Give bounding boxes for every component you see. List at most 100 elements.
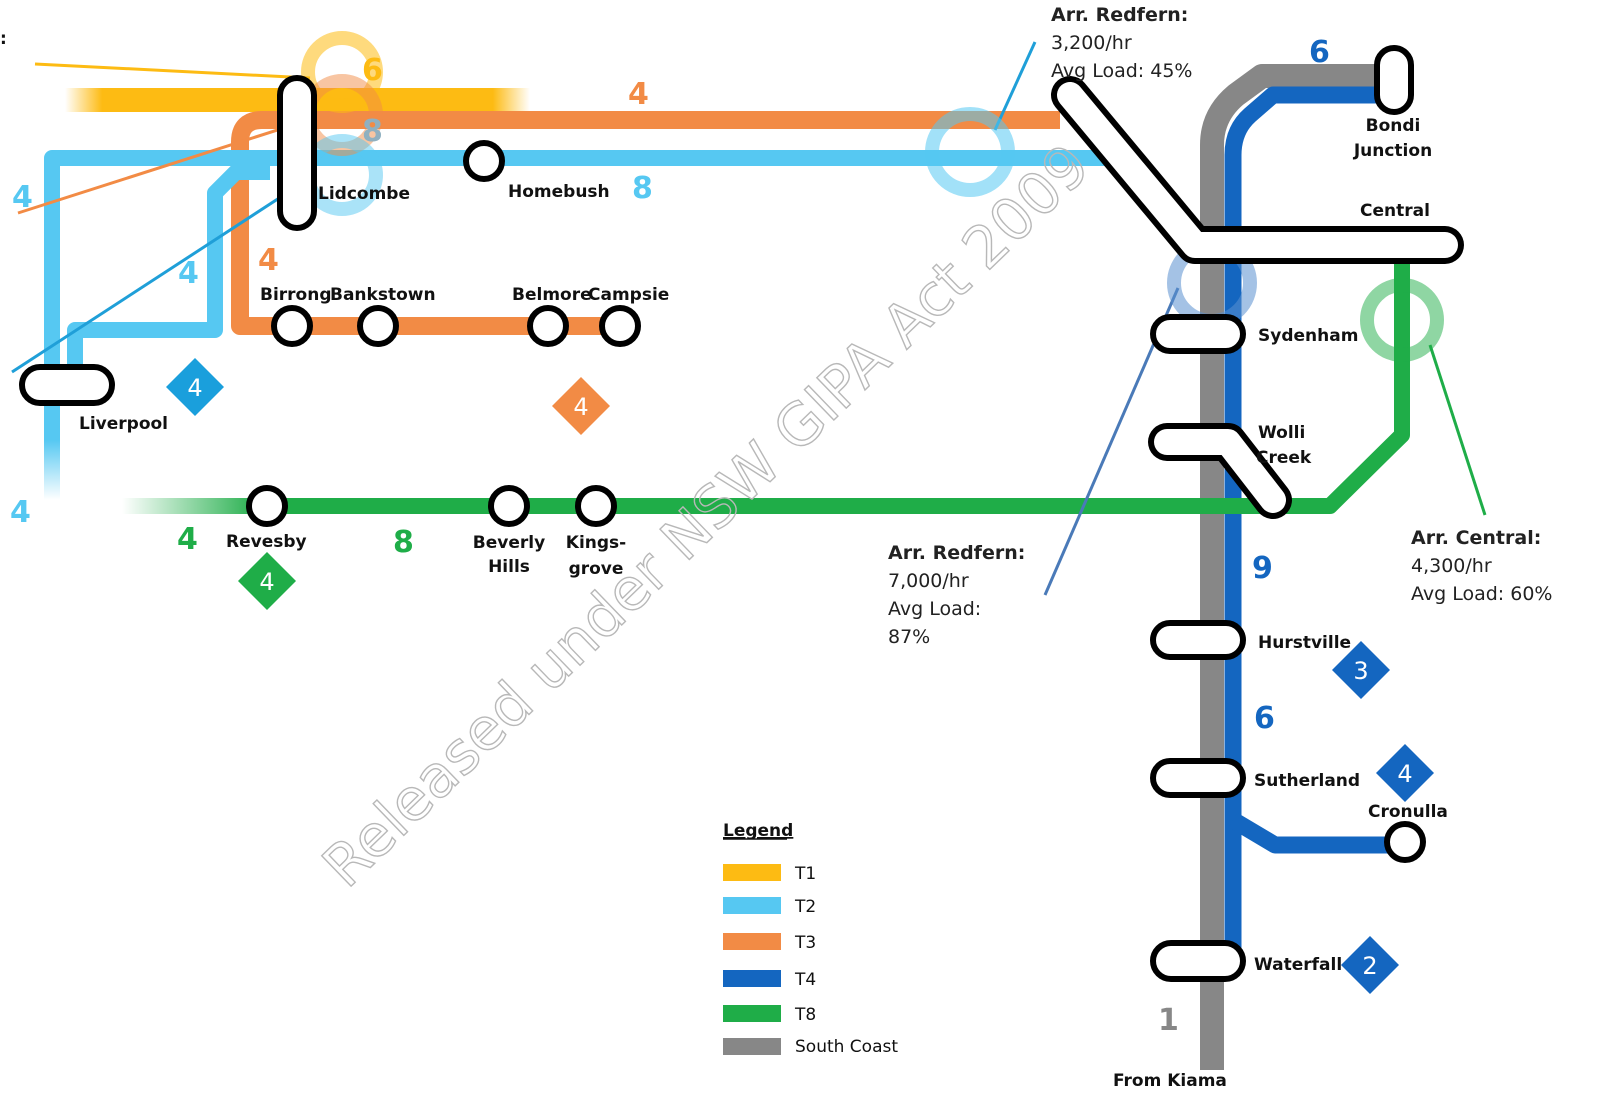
station-label-beverly-hills-1: Beverly bbox=[473, 533, 545, 553]
station-label-campsie: Campsie bbox=[588, 285, 669, 305]
t8-line-fade bbox=[122, 498, 262, 514]
freq-t4-hurstville: 6 bbox=[1254, 701, 1275, 736]
station-homebush[interactable] bbox=[463, 140, 505, 182]
svg-text:7,000/hr: 7,000/hr bbox=[888, 570, 969, 592]
station-label-bondi-2: Junction bbox=[1353, 141, 1432, 161]
station-label-bondi-1: Bondi bbox=[1366, 116, 1421, 136]
freq-t4-bondi: 6 bbox=[1309, 35, 1330, 70]
station-beverly-hills[interactable] bbox=[488, 485, 530, 527]
svg-text:3,200/hr: 3,200/hr bbox=[1051, 32, 1132, 54]
south-coast-line bbox=[1200, 64, 1390, 1070]
station-kingsgrove[interactable] bbox=[575, 485, 617, 527]
t3-connector bbox=[17, 116, 316, 215]
legend-label-t3: T3 bbox=[794, 933, 816, 953]
t2-inner-branch bbox=[67, 164, 270, 372]
station-revesby[interactable] bbox=[246, 485, 288, 527]
station-label-sydenham: Sydenham bbox=[1258, 326, 1358, 346]
svg-text:Avg Load: 45%: Avg Load: 45% bbox=[1051, 60, 1192, 82]
station-label-sutherland: Sutherland bbox=[1254, 771, 1360, 791]
station-label-kingsgrove-1: Kings- bbox=[566, 533, 626, 553]
badge-t4-waterfall: 2 bbox=[1341, 936, 1399, 994]
freq-t2-south: 4 bbox=[10, 495, 31, 530]
station-sydenham[interactable] bbox=[1150, 314, 1246, 354]
station-label-waterfall: Waterfall bbox=[1254, 955, 1342, 975]
freq-t1-top: 6 bbox=[362, 53, 383, 88]
freq-t3-lidcombe: 8 bbox=[362, 114, 383, 149]
legend-swatch-south-coast bbox=[723, 1038, 781, 1055]
svg-text:4: 4 bbox=[1397, 760, 1412, 788]
freq-t3-top: 4 bbox=[628, 77, 649, 112]
freq-t3-branch: 4 bbox=[258, 243, 279, 278]
svg-text:Avg Load:: Avg Load: bbox=[888, 598, 981, 620]
watermark-text: Released under NSW GIPA Act 2009 bbox=[310, 131, 1103, 900]
svg-text:87%: 87% bbox=[888, 626, 930, 648]
freq-t8-west: 4 bbox=[177, 522, 198, 557]
legend-label-t8: T8 bbox=[794, 1005, 816, 1025]
svg-text:4: 4 bbox=[187, 374, 202, 402]
station-liverpool[interactable] bbox=[19, 364, 115, 406]
freq-t2-west: 4 bbox=[12, 180, 33, 215]
central-pointer bbox=[1428, 344, 1487, 516]
station-sutherland[interactable] bbox=[1150, 758, 1246, 798]
south-coast-fade bbox=[1200, 1010, 1224, 1070]
t1-connector bbox=[34, 62, 311, 80]
legend-label-south-coast: South Coast bbox=[795, 1037, 898, 1057]
badge-t4-cronulla: 4 bbox=[1376, 744, 1434, 802]
legend-swatch-t8 bbox=[723, 1005, 781, 1022]
annotation-redfern-mid: Arr. Redfern: 7,000/hr Avg Load: 87% bbox=[888, 542, 1025, 648]
station-wolli-creek-fill bbox=[1154, 429, 1286, 513]
station-label-wolli-1: Wolli bbox=[1258, 423, 1305, 443]
station-label-hurstville: Hurstville bbox=[1258, 633, 1351, 653]
t2-line bbox=[44, 150, 1110, 440]
legend-swatch-t4 bbox=[723, 970, 781, 987]
legend-swatch-t1 bbox=[723, 864, 781, 881]
svg-text:Arr. Redfern:: Arr. Redfern: bbox=[1051, 4, 1188, 26]
station-label-beverly-hills-2: Hills bbox=[488, 557, 530, 577]
station-belmore[interactable] bbox=[527, 305, 569, 347]
freq-t4-mid: 9 bbox=[1252, 551, 1273, 586]
freq-south-coast: 1 bbox=[1158, 1003, 1179, 1038]
legend-label-t1: T1 bbox=[794, 864, 816, 884]
legend-label-t4: T4 bbox=[794, 970, 816, 990]
badge-t2-liverpool: 4 bbox=[166, 358, 224, 416]
station-label-central: Central bbox=[1360, 201, 1430, 221]
station-lidcombe[interactable] bbox=[277, 75, 317, 231]
t2-connector bbox=[11, 176, 311, 374]
svg-text:4,300/hr: 4,300/hr bbox=[1411, 555, 1492, 577]
station-birrong[interactable] bbox=[271, 305, 313, 347]
legend: Legend T1 T2 T3 T4 T8 South Coast bbox=[723, 821, 898, 1057]
freq-t2-inner: 4 bbox=[178, 256, 199, 291]
svg-text:2: 2 bbox=[1362, 952, 1377, 980]
legend-swatch-t3 bbox=[723, 933, 781, 950]
station-label-liverpool: Liverpool bbox=[79, 414, 168, 434]
t8-line bbox=[262, 255, 1410, 514]
load-ring-redfern-top bbox=[925, 107, 1015, 197]
station-waterfall[interactable] bbox=[1150, 940, 1246, 982]
badge-t4-hurstville: 3 bbox=[1332, 641, 1390, 699]
svg-text:4: 4 bbox=[259, 568, 274, 596]
station-label-from-kiama: From Kiama bbox=[1113, 1071, 1227, 1091]
t4-line bbox=[1224, 86, 1390, 955]
cut-off-label-stub: : bbox=[0, 29, 7, 49]
badge-t8-revesby: 4 bbox=[238, 552, 296, 610]
station-hurstville[interactable] bbox=[1150, 620, 1246, 660]
station-label-lidcombe: Lidcombe bbox=[318, 184, 410, 204]
badge-t3-bankstown: 4 bbox=[552, 377, 610, 435]
svg-text:Arr. Central:: Arr. Central: bbox=[1411, 527, 1541, 549]
station-label-cronulla: Cronulla bbox=[1368, 802, 1448, 822]
svg-text:Avg Load: 60%: Avg Load: 60% bbox=[1411, 583, 1552, 605]
station-label-wolli-2: Creek bbox=[1256, 448, 1312, 468]
load-ring-t1 bbox=[301, 31, 383, 113]
redfern-top-pointer bbox=[993, 41, 1037, 131]
station-label-belmore: Belmore bbox=[512, 285, 592, 305]
svg-text:4: 4 bbox=[573, 393, 588, 421]
station-bankstown[interactable] bbox=[357, 305, 399, 347]
svg-text:3: 3 bbox=[1353, 657, 1368, 685]
station-cronulla[interactable] bbox=[1384, 821, 1426, 863]
station-bondi-junction[interactable] bbox=[1374, 45, 1414, 115]
t2-line-fade bbox=[44, 440, 60, 500]
legend-title: Legend bbox=[723, 821, 793, 841]
freq-t2-homebush: 8 bbox=[632, 171, 653, 206]
station-campsie[interactable] bbox=[599, 305, 641, 347]
